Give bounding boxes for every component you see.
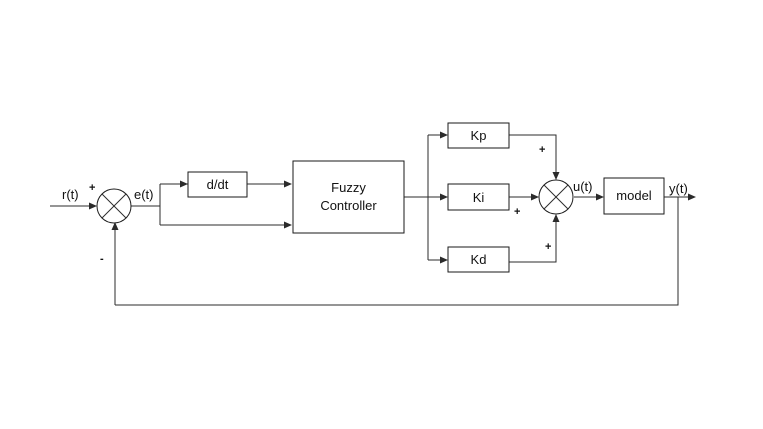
error-summing-junction bbox=[96, 188, 132, 224]
arrow-into-derivative bbox=[180, 180, 188, 188]
arrow-ki-into-sum bbox=[531, 193, 539, 201]
kd-block: Kd bbox=[447, 246, 510, 273]
ki-block: Ki bbox=[447, 183, 510, 211]
derivative-block: d/dt bbox=[187, 171, 248, 198]
fuzzy-label-line1: Fuzzy bbox=[331, 180, 366, 195]
fuzzy-label-line2: Controller bbox=[320, 198, 377, 213]
arrow-into-kd bbox=[440, 256, 448, 264]
sign-ki-plus: + bbox=[514, 206, 520, 218]
arrow-derivative-to-fuzzy bbox=[284, 180, 292, 188]
sign-kd-plus: + bbox=[545, 241, 551, 253]
sign-feedback-minus: - bbox=[100, 253, 104, 265]
arrowheads bbox=[89, 131, 696, 264]
sign-reference-plus: + bbox=[89, 182, 95, 194]
model-label: model bbox=[616, 188, 652, 203]
wire-feedback bbox=[115, 197, 679, 306]
kp-block: Kp bbox=[447, 122, 510, 149]
arrow-kd-into-sum bbox=[552, 214, 560, 222]
arrow-error-to-fuzzy bbox=[284, 221, 292, 229]
kd-label: Kd bbox=[471, 252, 487, 267]
control-summing-junction bbox=[538, 179, 574, 215]
wires bbox=[50, 134, 690, 306]
arrow-into-model bbox=[596, 193, 604, 201]
derivative-label: d/dt bbox=[207, 177, 229, 192]
arrow-output bbox=[688, 193, 696, 201]
wire-kp-to-sum bbox=[509, 134, 557, 178]
sign-kp-plus: + bbox=[539, 144, 545, 156]
wire-kd-to-sum bbox=[509, 216, 557, 263]
arrow-into-ki bbox=[440, 193, 448, 201]
arrow-into-error-sum bbox=[89, 202, 97, 210]
signal-control-label: u(t) bbox=[573, 179, 593, 194]
arrow-into-kp bbox=[440, 131, 448, 139]
plant-model-block: model bbox=[603, 177, 665, 215]
signal-error-label: e(t) bbox=[134, 187, 154, 202]
arrow-feedback-into-sum bbox=[111, 222, 119, 230]
arrow-kp-into-sum bbox=[552, 172, 560, 180]
kp-label: Kp bbox=[471, 128, 487, 143]
fuzzy-controller-block: Fuzzy Controller bbox=[292, 160, 405, 234]
signal-reference-label: r(t) bbox=[62, 187, 79, 202]
ki-label: Ki bbox=[473, 190, 485, 205]
signal-output-label: y(t) bbox=[669, 181, 688, 196]
